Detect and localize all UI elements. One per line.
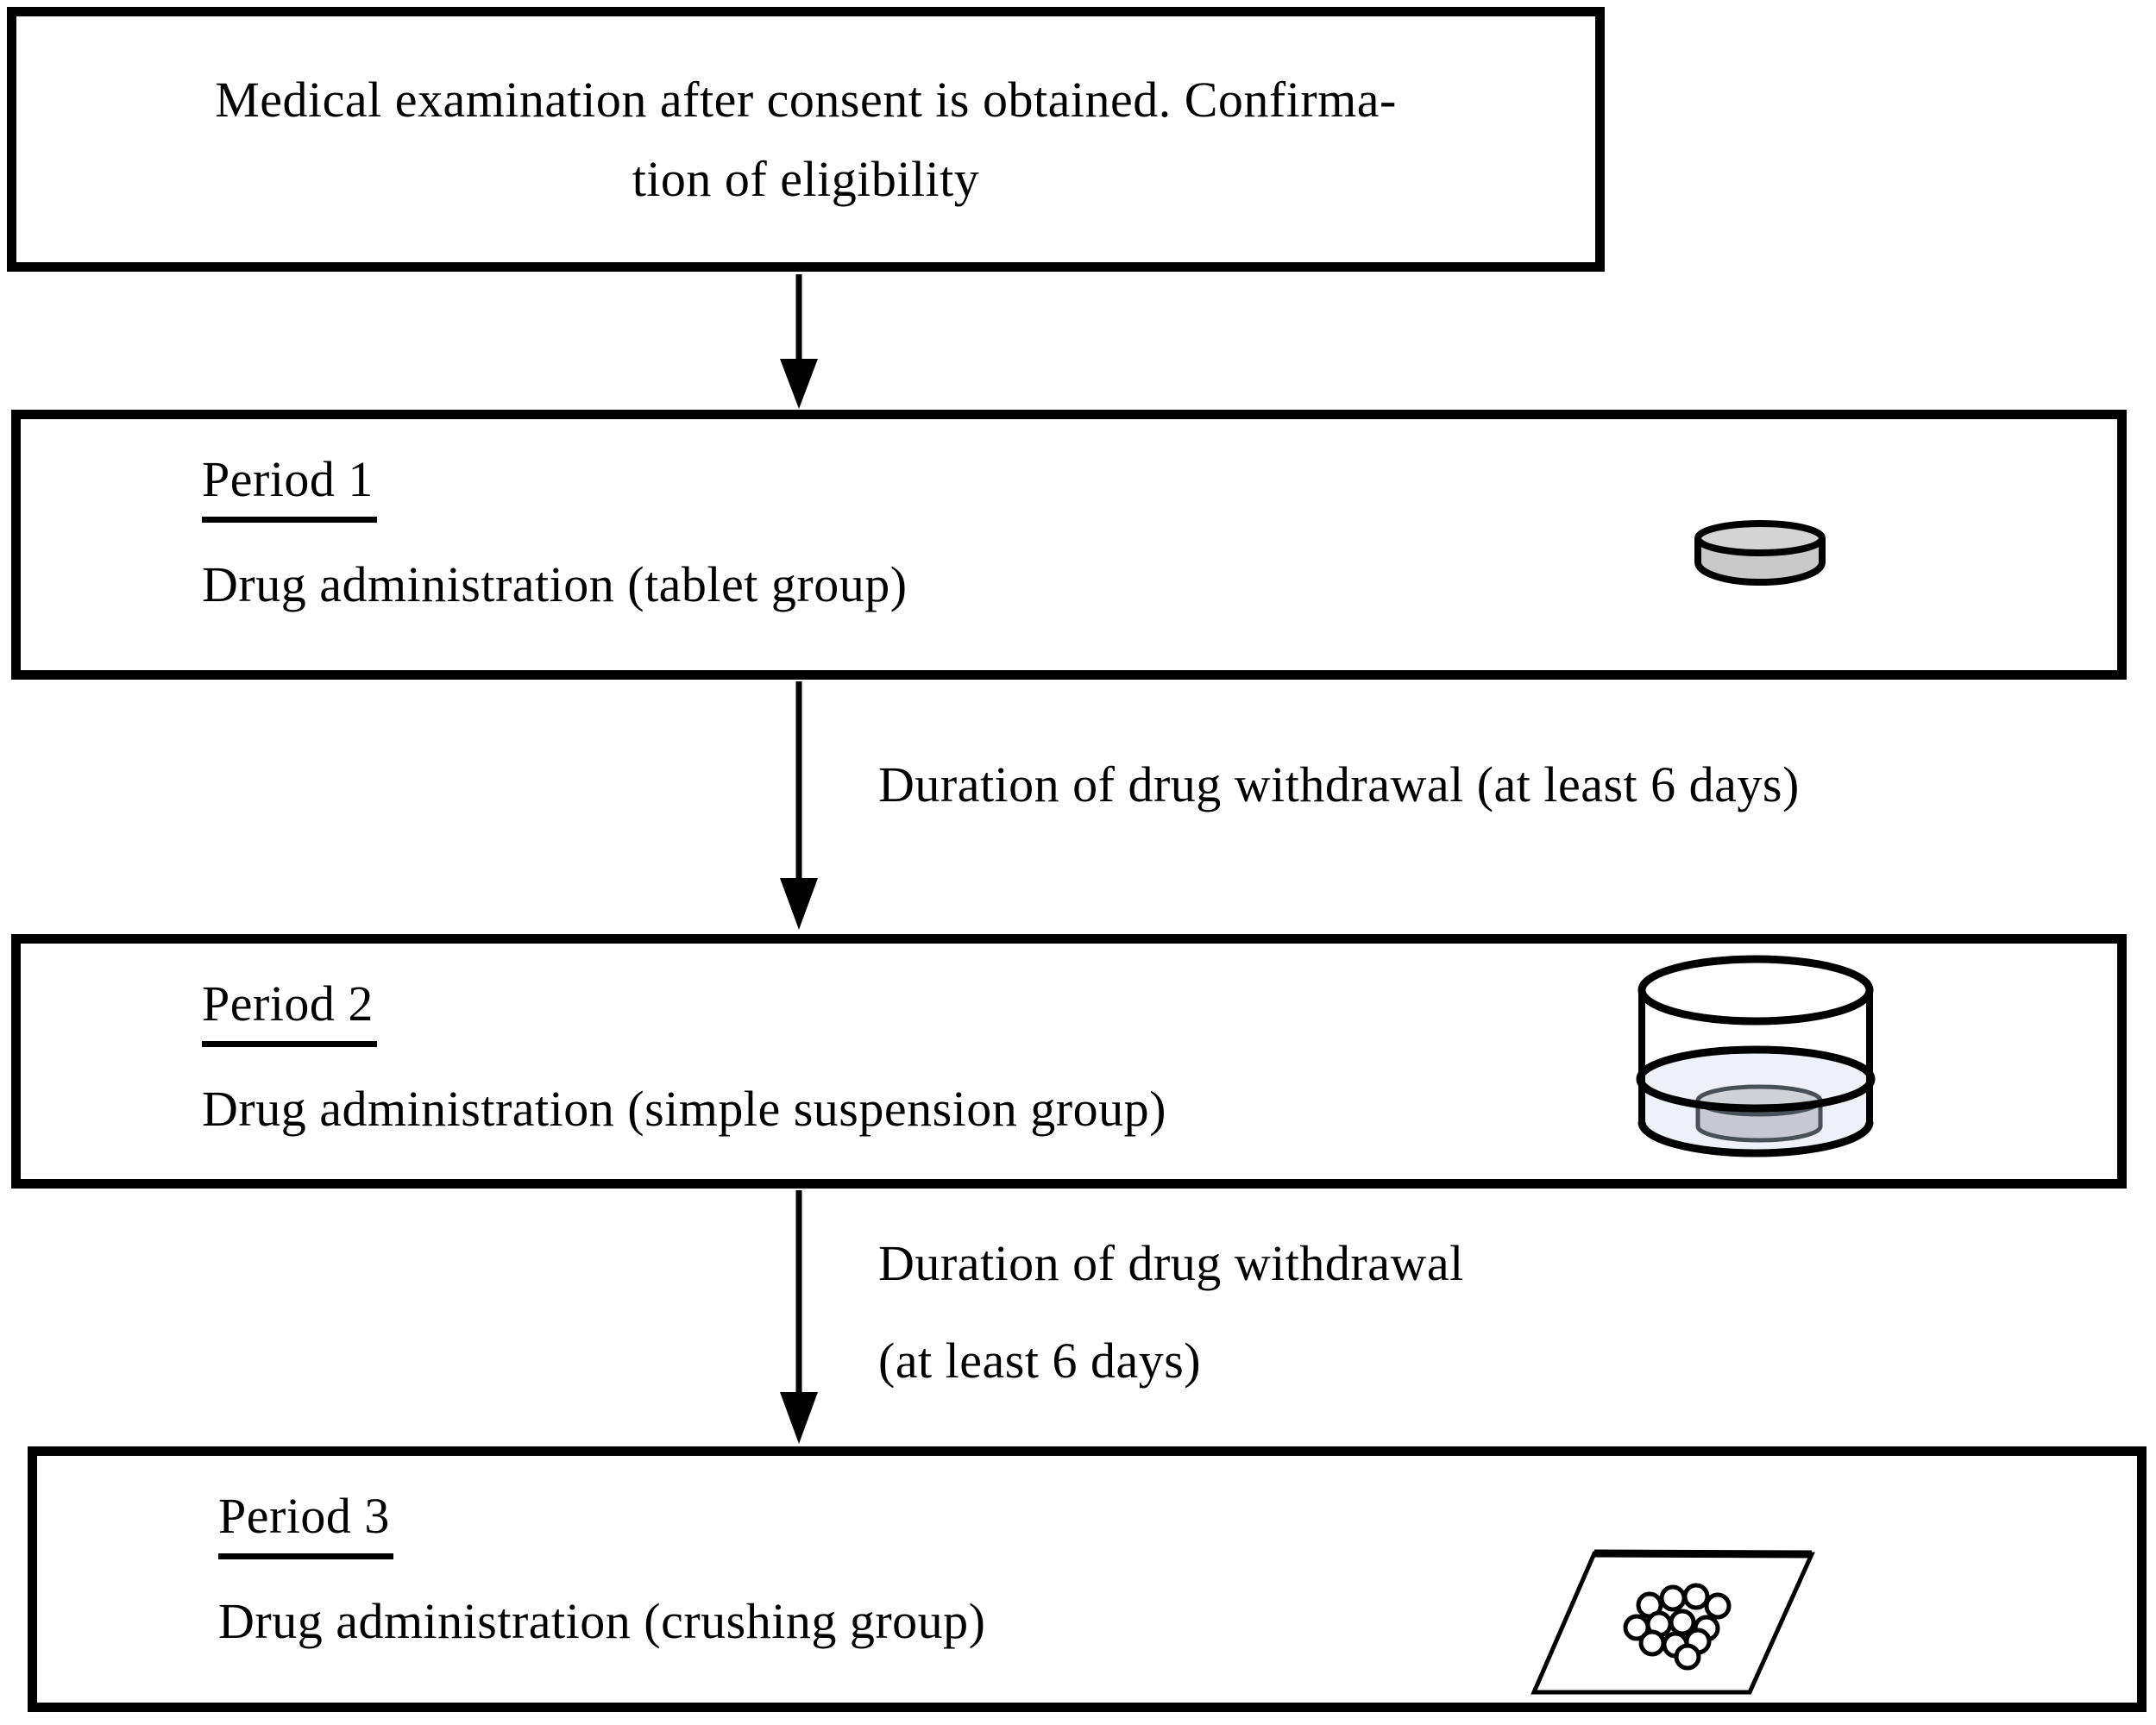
screening-text-line-2: tion of eligibility — [632, 150, 980, 207]
packet-top-edge — [1593, 1549, 1813, 1559]
down-arrow-icon — [780, 1190, 818, 1444]
suspension-cup-icon — [1636, 955, 1876, 1157]
period3-title: Period 3 — [218, 1487, 393, 1559]
arrow-head — [780, 878, 818, 930]
period2-description: Drug administration (simple suspension g… — [202, 1081, 1166, 1137]
withdrawal-label-1: Duration of drug withdrawal (at least 6 … — [878, 755, 1800, 815]
screening-text-line-1: Medical examination after consent is obt… — [215, 71, 1397, 128]
period2-title: Period 2 — [202, 975, 377, 1047]
withdrawal-label-2-line-2: (at least 6 days) — [878, 1333, 1202, 1389]
flow-step-period3-box: Period 3 Drug administration (crushing g… — [28, 1446, 2147, 1712]
arrow-head — [780, 1392, 818, 1444]
flow-step-period2-box: Period 2 Drug administration (simple sus… — [11, 934, 2127, 1189]
withdrawal-label-1-line-1: Duration of drug withdrawal (at least 6 … — [878, 756, 1800, 812]
period3-description: Drug administration (crushing group) — [218, 1593, 986, 1649]
flow-step-screening-box: Medical examination after consent is obt… — [7, 7, 1605, 272]
granule-cluster — [1623, 1583, 1732, 1671]
cup-bottom-outline — [1637, 1121, 1874, 1157]
down-arrow-icon — [780, 681, 818, 930]
crushed-granules-packet-icon — [1531, 1549, 1815, 1695]
down-arrow-icon — [780, 274, 818, 409]
period1-description: Drug administration (tablet group) — [202, 556, 908, 612]
tablet-top — [1694, 520, 1826, 556]
tablet-icon — [1694, 520, 1826, 586]
withdrawal-label-2-line-1: Duration of drug withdrawal — [878, 1235, 1464, 1291]
period1-title: Period 1 — [202, 450, 377, 523]
cup-rim-outline — [1637, 955, 1874, 1026]
withdrawal-label-2: Duration of drug withdrawal (at least 6 … — [878, 1214, 1464, 1409]
arrow-head — [780, 359, 818, 409]
flow-step-period1-box: Period 1 Drug administration (tablet gro… — [11, 410, 2127, 680]
